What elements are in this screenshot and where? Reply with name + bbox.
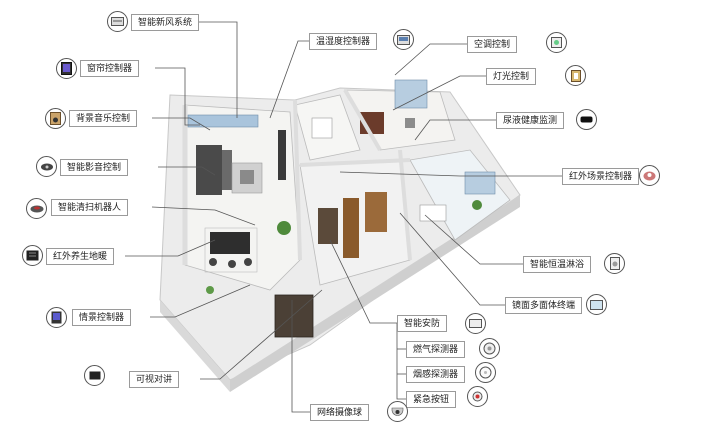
mirror-terminal-icon <box>586 294 607 315</box>
dome-camera-icon <box>387 401 408 422</box>
plant <box>277 221 291 235</box>
coffee-table <box>240 170 254 184</box>
intercom-icon <box>84 365 105 386</box>
urine-monitor-label: 尿液健康监测 <box>496 112 565 129</box>
bg-music-icon <box>45 108 66 129</box>
ac-panel-icon <box>546 32 567 53</box>
dining-rug <box>204 227 258 273</box>
scene-label: 情景控制器 <box>72 309 132 326</box>
network-camera-label: 网络摄像球 <box>310 404 370 421</box>
tv-wall <box>278 130 286 180</box>
temp-humidity-label: 温湿度控制器 <box>309 33 378 50</box>
shower-label: 智能恒温淋浴 <box>523 256 592 273</box>
entry-door <box>274 294 314 338</box>
gas-detector-icon <box>479 338 500 359</box>
dining-chair <box>228 260 236 268</box>
bath-window <box>464 171 496 195</box>
thermostat-icon <box>393 29 414 50</box>
wall <box>293 99 302 261</box>
light-switch-icon <box>565 65 586 86</box>
robot-vacuum-icon <box>26 198 47 219</box>
smoke-detector-label: 烟感探测器 <box>406 366 466 383</box>
mirror-terminal-label: 镜面多面体终端 <box>505 297 583 314</box>
wall <box>299 158 411 167</box>
health-monitor-icon <box>576 109 597 130</box>
dining-table <box>210 232 250 254</box>
front-wall-right <box>230 195 520 392</box>
living-window <box>187 114 259 128</box>
robot-cleaner-label: 智能清扫机器人 <box>51 199 129 216</box>
home-theater-label: 智能影音控制 <box>60 159 129 176</box>
sofa-seat <box>222 150 232 190</box>
scene-panel-icon <box>46 307 67 328</box>
front-wall-left <box>160 300 230 392</box>
kitchen-cabinet <box>343 198 359 258</box>
master-chair <box>405 118 415 128</box>
lighting-label: 灯光控制 <box>486 68 537 85</box>
gas-detector-label: 燃气探测器 <box>406 341 466 358</box>
bath-plant <box>472 200 482 210</box>
bedroom-bed <box>311 117 333 139</box>
ac-label: 空调控制 <box>467 36 518 53</box>
heating-panel-icon <box>22 245 43 266</box>
ir-controller-icon <box>639 165 660 186</box>
wall <box>398 149 412 261</box>
shower-panel-icon <box>604 253 625 274</box>
bg-music-label: 背景音乐控制 <box>69 110 138 127</box>
emergency-button-label: 紧急按钮 <box>406 391 457 408</box>
leader-lines <box>125 21 562 413</box>
security-label: 智能安防 <box>397 315 448 332</box>
curtain-label: 窗帘控制器 <box>80 60 140 77</box>
kitchen-counter <box>318 208 338 244</box>
ir-scene-label: 红外场景控制器 <box>562 168 640 185</box>
kitchen-island <box>365 192 387 232</box>
video-intercom-label: 可视对讲 <box>129 371 180 388</box>
floor-heating-label: 红外养生地暖 <box>46 248 115 265</box>
wall <box>343 88 382 152</box>
dining-chair <box>244 258 252 266</box>
dining-chair <box>209 258 217 266</box>
master-window <box>394 79 428 109</box>
bathtub <box>419 204 447 222</box>
fresh-air-icon <box>107 11 128 32</box>
security-panel-icon <box>465 313 486 334</box>
plant <box>206 286 214 294</box>
home-theater-icon <box>36 156 57 177</box>
fresh-air-label: 智能新风系统 <box>131 14 200 31</box>
smoke-detector-icon <box>475 362 496 383</box>
emergency-button-icon <box>467 386 488 407</box>
sofa <box>196 145 222 195</box>
curtain-icon <box>56 58 77 79</box>
